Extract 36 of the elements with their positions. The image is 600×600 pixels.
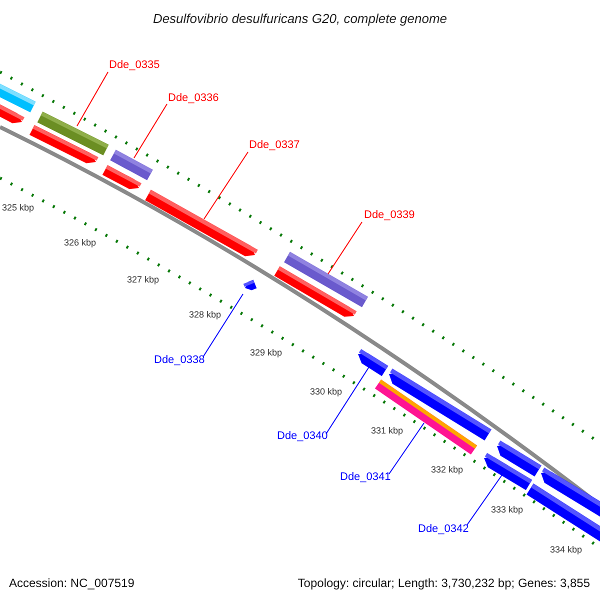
accession-text: Accession: NC_007519 <box>9 575 134 592</box>
gene-segment <box>358 349 388 376</box>
leader-line <box>202 294 244 358</box>
leader-line <box>76 72 108 126</box>
gene-label: Dde_0339 <box>364 208 415 222</box>
position-label: 327 kbp <box>126 274 160 286</box>
gene-segment <box>145 190 258 256</box>
gene-label: Dde_0341 <box>340 470 391 484</box>
position-label: 326 kbp <box>64 238 96 248</box>
position-label: 332 kbp <box>430 464 464 476</box>
leader-line <box>326 366 370 434</box>
genome-summary-text: Topology: circular; Length: 3,730,232 bp; Genes: 3,855 <box>298 575 590 592</box>
diagram-title: Desulfovibrio desulfuricans G20, complete genome <box>152 10 448 28</box>
gene-segment <box>110 150 153 180</box>
leader-line <box>134 104 168 158</box>
gene-label: Dde_0342 <box>418 522 469 536</box>
gene-label: Dde_0340 <box>277 429 328 443</box>
gene-segment <box>484 452 532 490</box>
position-label: 334 kbp <box>550 544 582 556</box>
gene-label: Dde_0336 <box>168 91 219 105</box>
leader-line <box>204 152 248 220</box>
gene-segment <box>243 280 257 290</box>
gene-label: Dde_0338 <box>154 353 205 367</box>
gene-label: Dde_0337 <box>249 138 300 152</box>
leader-line <box>328 222 362 274</box>
position-label: 333 kbp <box>490 504 524 516</box>
leader-line <box>466 474 502 526</box>
leader-line <box>388 422 424 474</box>
gene-segment <box>37 112 109 156</box>
position-label: 325 kbp <box>2 202 34 214</box>
position-label: 328 kbp <box>188 310 222 320</box>
gene-label: Dde_0335 <box>109 58 160 72</box>
gene-segment <box>284 252 368 308</box>
position-label: 330 kbp <box>310 386 342 398</box>
position-label: 329 kbp <box>250 348 282 358</box>
position-label: 331 kbp <box>370 426 404 436</box>
